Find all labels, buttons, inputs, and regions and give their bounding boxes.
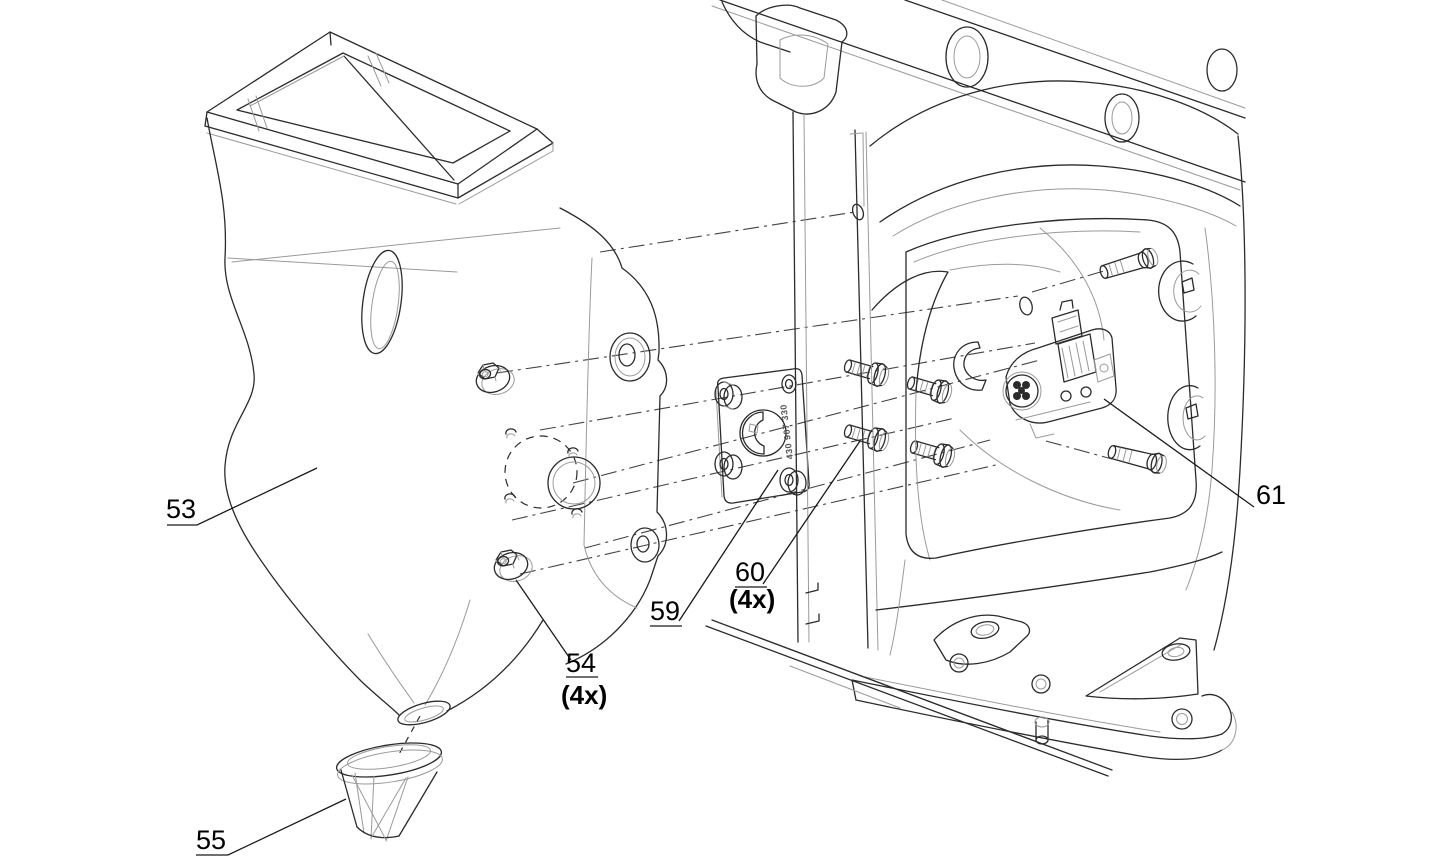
callout-61-label: 61: [1256, 480, 1286, 510]
callout-60-quantity: (4x): [729, 584, 775, 614]
callout-53-label: 53: [166, 494, 196, 524]
callout-61: 61: [1103, 398, 1286, 510]
callout-59-leader: [678, 469, 779, 622]
callout-55-leader: [196, 798, 347, 856]
callout-54-leader: [515, 579, 572, 661]
part-53-air-duct-hopper: [204, 31, 668, 726]
callout-53: 53: [166, 467, 318, 526]
callout-54-quantity: (4x): [561, 680, 607, 710]
callouts: 53 54 (4x) 55 59 60 (4x) 61: [166, 398, 1286, 856]
callout-61-leader: [1103, 398, 1255, 508]
callout-55-label: 55: [196, 825, 226, 855]
chassis-frame: [705, 0, 1246, 777]
callout-59: 59: [650, 469, 779, 627]
callout-53-leader: [167, 467, 318, 526]
callout-55: 55: [196, 798, 347, 856]
callout-54: 54 (4x): [515, 579, 607, 710]
callout-60: 60 (4x): [729, 440, 861, 614]
part-55-drain-funnel: [335, 715, 443, 842]
alignment-centerlines: [496, 211, 1113, 575]
callout-59-label: 59: [650, 596, 680, 626]
callout-54-label: 54: [566, 648, 596, 678]
callout-60-label: 60: [735, 557, 765, 587]
part-61-sensor-assembly: [1002, 245, 1169, 476]
part-54-flange-nuts: [472, 360, 537, 587]
flange-part-number: 430 907 330: [778, 404, 795, 460]
part-60-flange-bolts: [841, 353, 958, 471]
callout-60-leader: [762, 440, 861, 585]
